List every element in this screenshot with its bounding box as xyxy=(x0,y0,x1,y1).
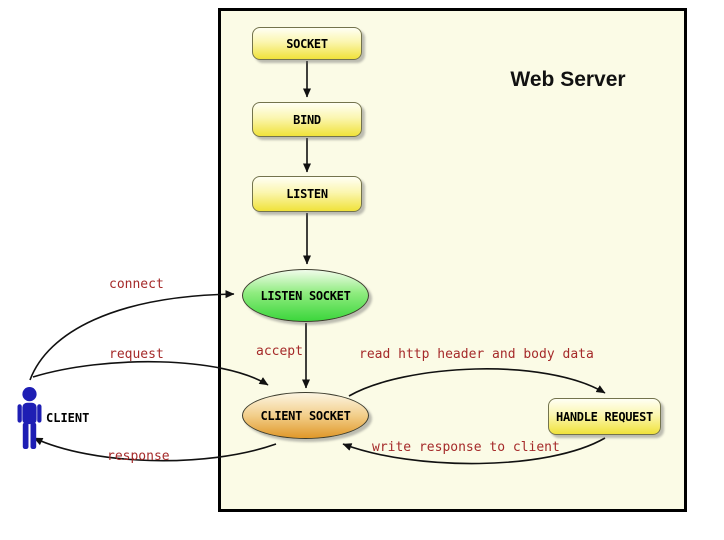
node-bind[interactable]: BIND xyxy=(252,102,362,137)
edge-label-accept: accept xyxy=(256,344,303,359)
client-label: CLIENT xyxy=(46,411,90,425)
node-handle-request[interactable]: HANDLE REQUEST xyxy=(548,398,661,435)
node-listen-label: LISTEN xyxy=(286,187,328,201)
node-handle-request-label: HANDLE REQUEST xyxy=(556,409,653,424)
diagram-title: Web Server xyxy=(510,68,626,91)
edge-label-connect: connect xyxy=(109,277,164,292)
node-bind-label: BIND xyxy=(293,112,321,127)
node-socket-label: SOCKET xyxy=(286,36,328,51)
node-client-socket[interactable]: CLIENT SOCKET xyxy=(242,392,369,439)
edge-label-read: read http header and body data xyxy=(359,347,594,362)
edge-connect xyxy=(29,290,235,381)
edge-label-request: request xyxy=(109,347,164,362)
edge-label-write: write response to client xyxy=(372,440,560,455)
node-listen-socket[interactable]: LISTEN SOCKET xyxy=(242,269,369,322)
node-listen[interactable]: LISTEN xyxy=(252,176,362,212)
edge-label-response: response xyxy=(107,449,170,464)
node-client-socket-label: CLIENT SOCKET xyxy=(260,408,351,423)
client-person-icon xyxy=(17,387,42,449)
node-listen-socket-label: LISTEN SOCKET xyxy=(260,288,351,303)
node-socket[interactable]: SOCKET xyxy=(252,27,362,60)
